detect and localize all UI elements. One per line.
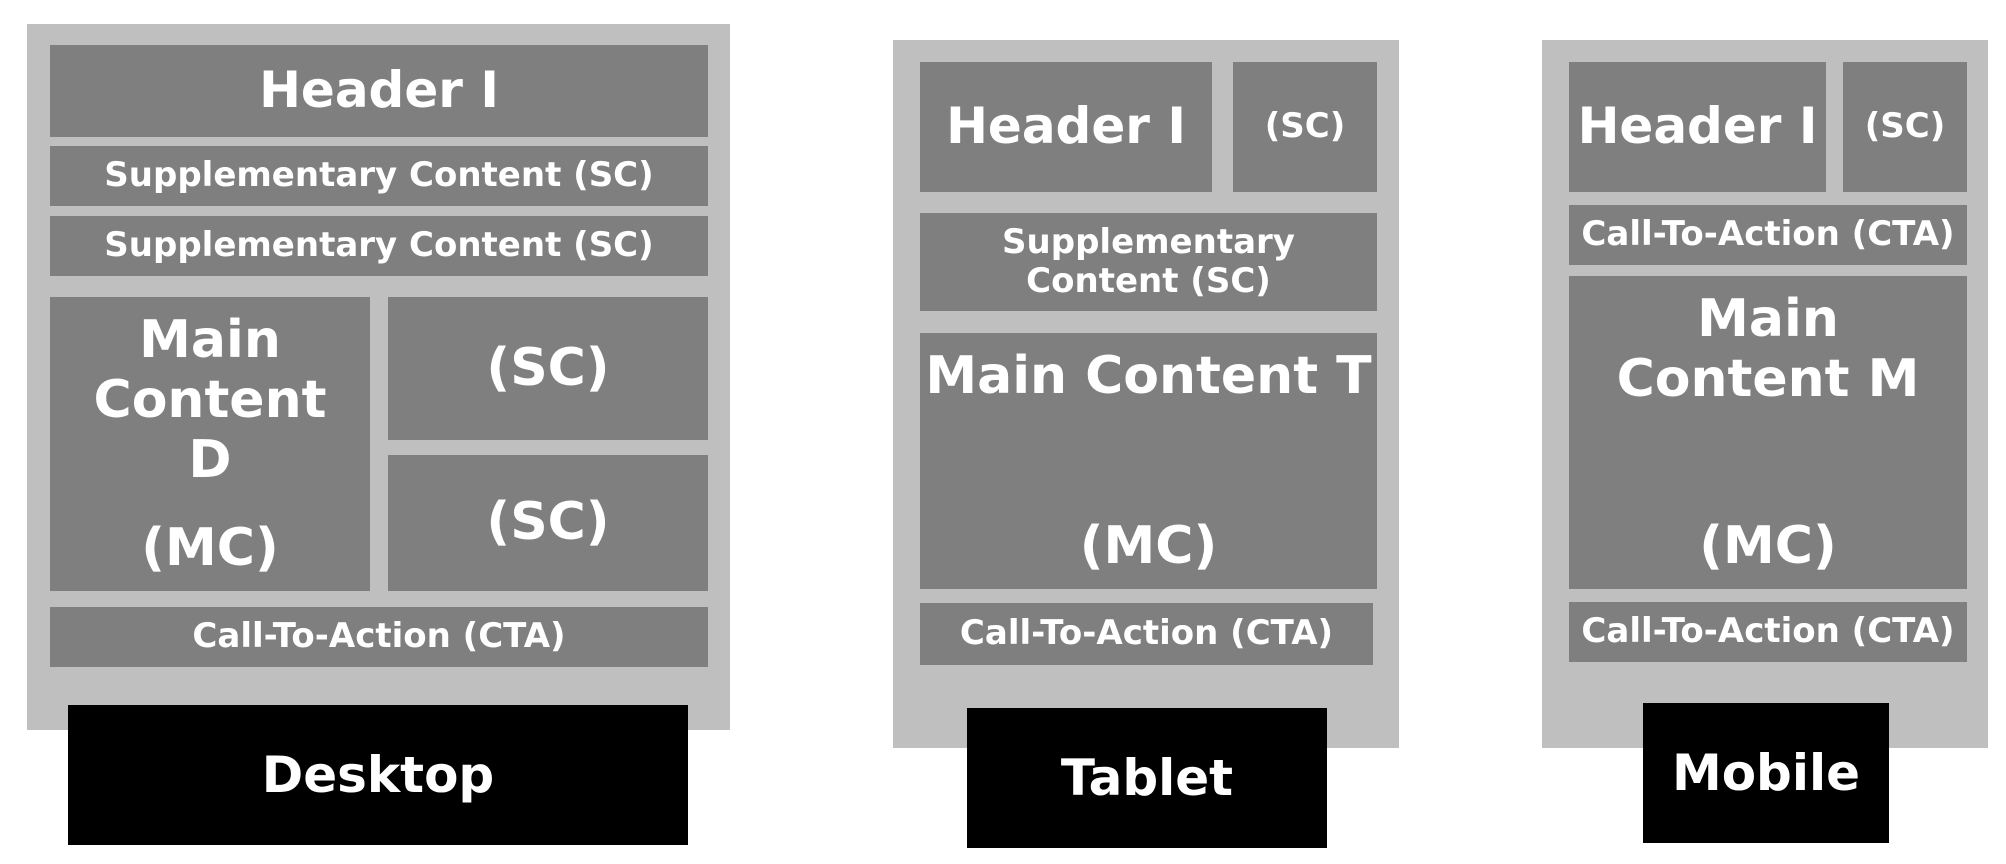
tablet-cta: Call-To-Action (CTA): [920, 603, 1373, 665]
desktop-sc-box-1: (SC): [388, 297, 708, 440]
mobile-sc-small-text: (SC): [1864, 106, 1946, 147]
mobile-header-text: Header I: [1577, 97, 1818, 156]
desktop-sc-box-2: (SC): [388, 455, 708, 591]
desktop-cta-text: Call-To-Action (CTA): [192, 616, 566, 657]
mobile-header: Header I: [1569, 62, 1826, 192]
desktop-cta: Call-To-Action (CTA): [50, 607, 708, 667]
desktop-main-content: Main Content D (MC): [50, 297, 370, 591]
tablet-sc-small: (SC): [1233, 62, 1377, 192]
tablet-sc-row: Supplementary Content (SC): [920, 213, 1377, 311]
desktop-sc-row-1: Supplementary Content (SC): [50, 146, 708, 206]
tablet-main-content: Main Content T (MC): [920, 333, 1377, 589]
mobile-cta-bottom: Call-To-Action (CTA): [1569, 602, 1967, 662]
tablet-label-text: Tablet: [1060, 749, 1234, 807]
tablet-sc-small-text: (SC): [1264, 106, 1346, 147]
mobile-label: Mobile: [1643, 703, 1889, 843]
desktop-sc-box-1-text: (SC): [486, 337, 610, 398]
tablet-main-title: Main Content T: [925, 346, 1372, 406]
desktop-label-text: Desktop: [261, 746, 495, 804]
desktop-sc-row-2: Supplementary Content (SC): [50, 216, 708, 276]
desktop-main-abbr: (MC): [141, 518, 279, 579]
desktop-header: Header I: [50, 45, 708, 137]
desktop-main-title: Main Content D: [93, 310, 327, 490]
mobile-cta-bottom-text: Call-To-Action (CTA): [1581, 611, 1955, 652]
mobile-sc-small: (SC): [1843, 62, 1967, 192]
tablet-cta-text: Call-To-Action (CTA): [959, 613, 1334, 654]
mobile-main-title: Main Content M: [1616, 289, 1920, 409]
desktop-label: Desktop: [68, 705, 688, 845]
tablet-header: Header I: [920, 62, 1212, 192]
mobile-main-content: Main Content M (MC): [1569, 276, 1967, 589]
mobile-main-abbr: (MC): [1699, 516, 1837, 577]
tablet-sc-row-text: Supplementary Content (SC): [1002, 221, 1295, 301]
desktop-header-text: Header I: [259, 61, 499, 120]
mobile-cta-top: Call-To-Action (CTA): [1569, 205, 1967, 265]
mobile-cta-top-text: Call-To-Action (CTA): [1581, 214, 1955, 255]
desktop-sc-box-2-text: (SC): [486, 492, 610, 553]
tablet-label: Tablet: [967, 708, 1327, 848]
desktop-sc-row-1-text: Supplementary Content (SC): [104, 155, 654, 196]
desktop-sc-row-2-text: Supplementary Content (SC): [104, 225, 654, 266]
mobile-label-text: Mobile: [1671, 744, 1861, 802]
tablet-main-abbr: (MC): [1079, 516, 1218, 577]
tablet-header-text: Header I: [946, 97, 1186, 156]
